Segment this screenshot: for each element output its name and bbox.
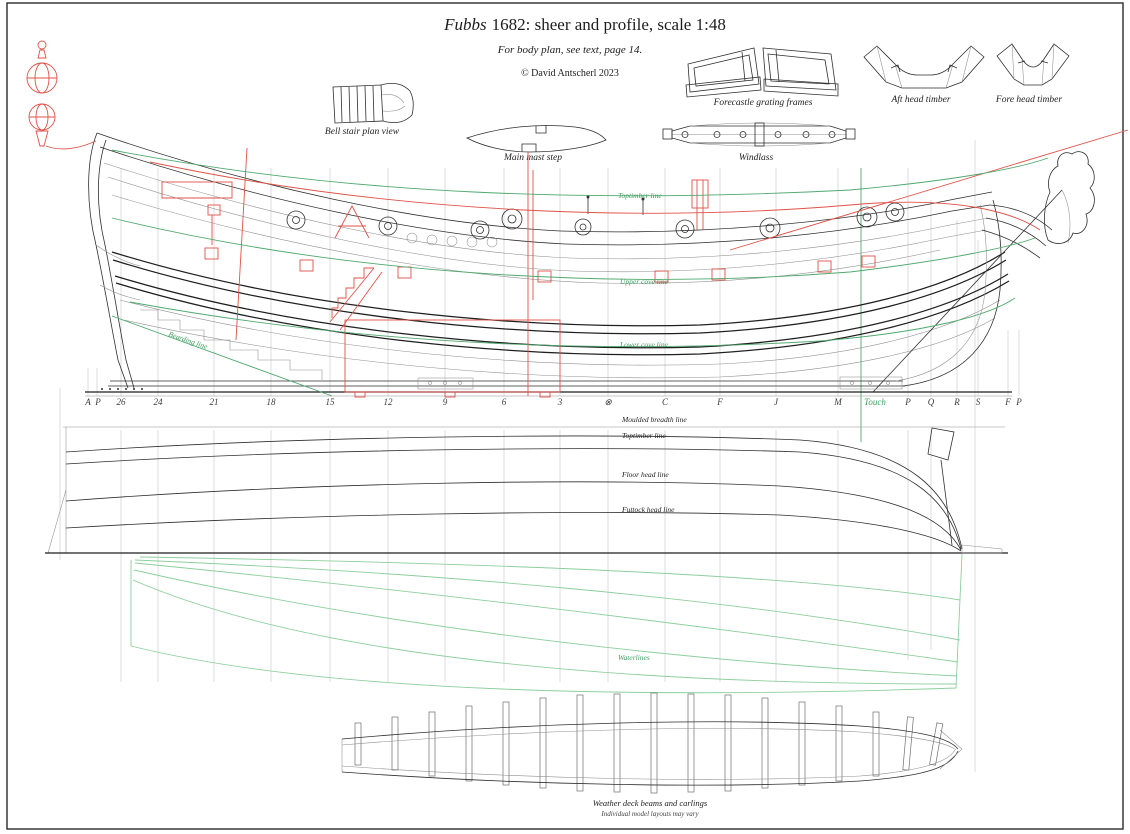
station-label: R [953, 397, 960, 407]
station-label: P [904, 397, 911, 407]
station-label: A [84, 397, 91, 407]
gunport-wreaths [286, 202, 905, 248]
subtitle: For body plan, see text, page 14. [497, 44, 643, 56]
floor-head-label: Floor head line [621, 470, 669, 479]
hb-toptimber-label: Toptimber line [622, 431, 666, 440]
bell-stair-drawing [332, 83, 414, 124]
main-mast-step-caption: Main mast step [503, 153, 562, 163]
midship-symbol: ⊗ [604, 397, 612, 407]
fore-head-timber-caption: Fore head timber [995, 95, 1062, 105]
windlass-drawing [662, 122, 856, 147]
touch-label: Touch [864, 397, 886, 407]
fore-head-timber-drawing [996, 43, 1070, 86]
station-labels: A P 26 24 21 18 15 12 9 6 3 ⊗ C F J M To… [84, 397, 1022, 407]
station-label: 6 [502, 397, 507, 407]
companion-stair [331, 267, 374, 318]
station-label: 26 [117, 397, 127, 407]
station-label: F [716, 397, 723, 407]
station-label: P [94, 397, 101, 407]
aft-head-timber-drawing [863, 45, 985, 89]
half-breadth-station-grid [120, 430, 932, 682]
stern-lantern [26, 40, 97, 150]
waterlines-label: Waterlines [618, 653, 650, 662]
forecastle-grating-drawing [685, 47, 839, 98]
station-grid [87, 168, 1020, 442]
station-label: 21 [210, 397, 219, 407]
station-label: J [774, 397, 779, 407]
station-label: S [976, 397, 981, 407]
deck-plan-note: Individual model layouts may vary [600, 810, 699, 818]
station-label: 18 [267, 397, 277, 407]
copyright: © David Antscherl 2023 [521, 68, 619, 79]
toptimber-line-label: Toptimber line [618, 191, 662, 200]
main-mast-step-drawing [465, 125, 607, 153]
station-label: 24 [154, 397, 164, 407]
upper-cove-line-label: Upper cove line [620, 277, 669, 286]
station-label: F [1004, 397, 1011, 407]
page-title: Fubbs 1682: sheer and profile, scale 1:48 [443, 15, 726, 34]
moulded-breadth-label: Moulded breadth line [621, 415, 687, 424]
station-label: M [833, 397, 842, 407]
station-label: 3 [557, 397, 563, 407]
green-lines [111, 149, 1049, 397]
station-label: 15 [326, 397, 336, 407]
deck-beams-drawing [341, 692, 963, 794]
windlass-caption: Windlass [739, 153, 774, 163]
station-label: P [1015, 397, 1022, 407]
waterlines [130, 553, 963, 694]
lower-cove-line-label: Lower cove line [619, 340, 669, 349]
sheet-border [6, 2, 1124, 830]
keel-dots [101, 388, 143, 390]
station-label: Q [928, 397, 935, 407]
half-breadth-drawing: Moulded breadth line Toptimber line Floo… [45, 415, 1008, 694]
bearding-line-label: Bearding line [167, 329, 209, 351]
title-rest: 1682: sheer and profile, scale 1:48 [492, 15, 726, 34]
bowsprit-line [729, 129, 1129, 251]
aft-head-timber-caption: Aft head timber [890, 94, 950, 105]
station-label: C [662, 397, 669, 407]
sheer-profile-drawing: Toptimber line Upper cove line Lower cov… [26, 40, 1129, 772]
forecastle-grating-caption: Forecastle grating frames [713, 97, 813, 108]
station-label: 9 [443, 397, 448, 407]
futtock-head-label: Futtock head line [621, 505, 675, 514]
red-overlay [26, 40, 1129, 398]
figurehead [1044, 151, 1095, 244]
station-label: 12 [384, 397, 394, 407]
deck-plan-caption: Weather deck beams and carlings [593, 798, 708, 808]
bell-stair-caption: Bell stair plan view [325, 127, 400, 137]
title-ship-name: Fubbs [443, 15, 487, 34]
gunports [204, 247, 876, 283]
